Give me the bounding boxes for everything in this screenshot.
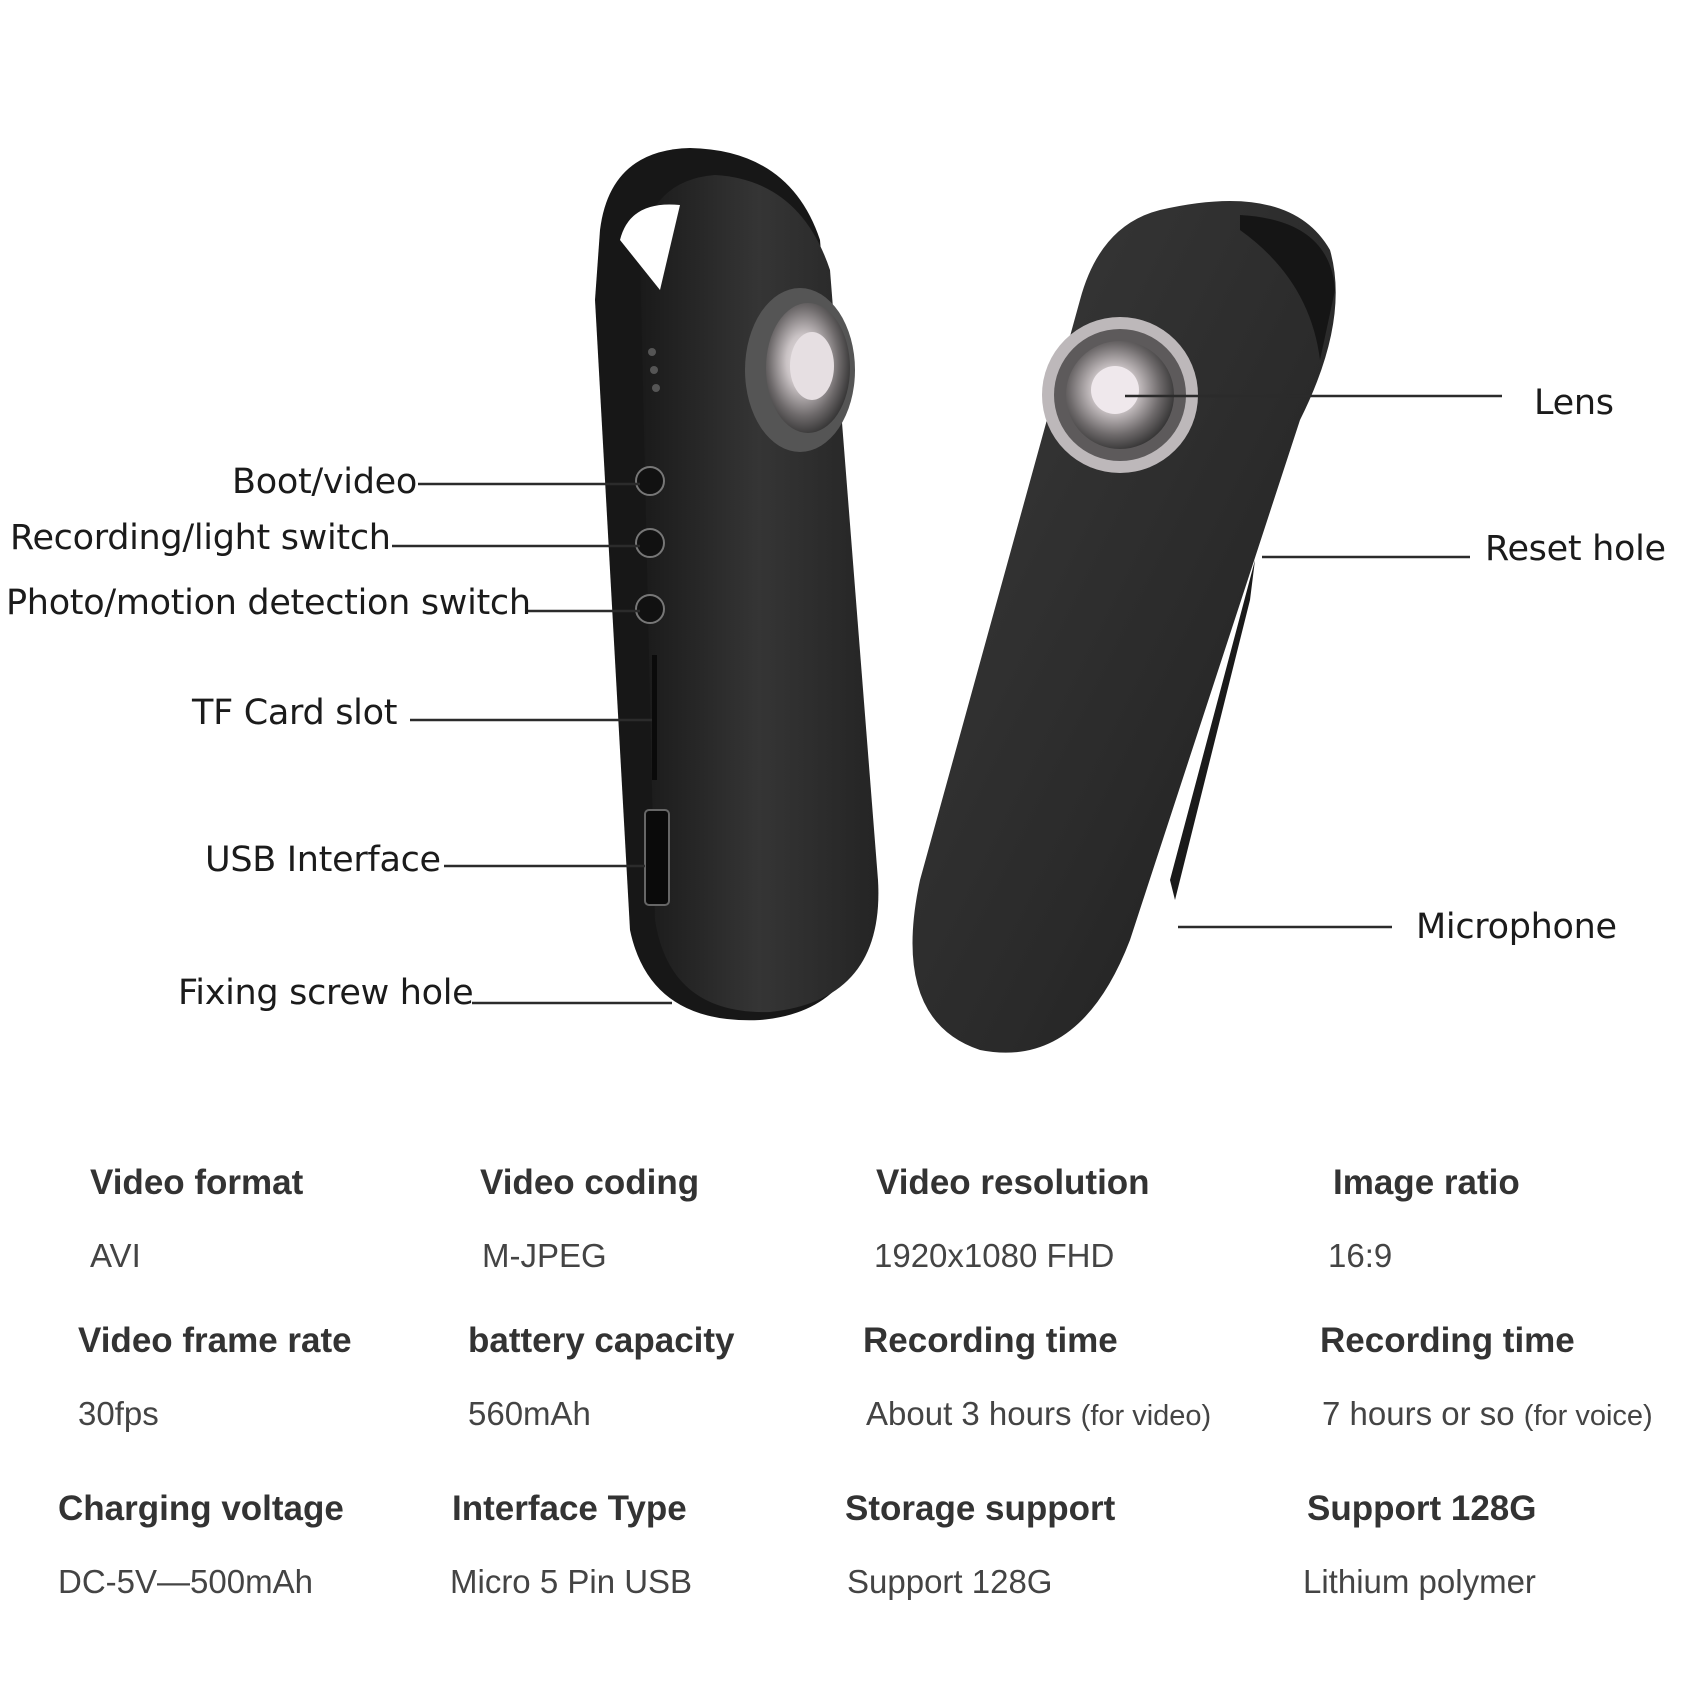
spec-value: M-JPEG bbox=[482, 1237, 607, 1274]
leader-lines bbox=[392, 394, 1502, 1005]
spec-value: Lithium polymer bbox=[1303, 1563, 1536, 1600]
callout-usb-interface: USB Interface bbox=[205, 840, 441, 880]
lens-icon bbox=[745, 288, 855, 452]
button-icon bbox=[635, 528, 665, 558]
spec-value: AVI bbox=[90, 1237, 141, 1274]
callout-reset-hole: Reset hole bbox=[1485, 529, 1666, 569]
spec-title: Recording time bbox=[1320, 1321, 1575, 1360]
button-icon bbox=[635, 594, 665, 624]
spec-value: 30fps bbox=[78, 1395, 159, 1432]
spec-title: Video format bbox=[90, 1163, 304, 1202]
spec-value-note: (for video) bbox=[1080, 1400, 1212, 1432]
spec-value: About 3 hours (for video) bbox=[866, 1395, 1211, 1433]
spec-title: Video frame rate bbox=[78, 1321, 352, 1360]
spec-title: Video coding bbox=[480, 1163, 700, 1202]
tf-slot-icon bbox=[652, 655, 657, 780]
camera-front-view bbox=[912, 201, 1336, 1053]
spec-title: Recording time bbox=[863, 1321, 1118, 1360]
callout-microphone: Microphone bbox=[1416, 907, 1617, 947]
callout-recording-light-switch: Recording/light switch bbox=[10, 518, 391, 558]
callout-lens: Lens bbox=[1534, 383, 1614, 423]
spec-value: 7 hours or so (for voice) bbox=[1322, 1395, 1653, 1433]
spec-title: Storage support bbox=[845, 1489, 1116, 1528]
spec-title: Image ratio bbox=[1333, 1163, 1520, 1202]
spec-value-note: (for voice) bbox=[1523, 1400, 1653, 1432]
callout-tf-card-slot: TF Card slot bbox=[192, 693, 398, 733]
button-icon bbox=[635, 466, 665, 496]
lens-icon bbox=[1042, 317, 1198, 473]
spec-title: Interface Type bbox=[452, 1489, 687, 1528]
callout-boot-video: Boot/video bbox=[232, 462, 417, 502]
spec-value-main: About 3 hours bbox=[866, 1395, 1072, 1432]
spec-value-main: 7 hours or so bbox=[1322, 1395, 1515, 1432]
spec-title: Charging voltage bbox=[58, 1489, 344, 1528]
camera-illustration bbox=[392, 148, 1502, 1053]
spec-value: 16:9 bbox=[1328, 1237, 1393, 1274]
callout-photo-motion-switch: Photo/motion detection switch bbox=[6, 583, 531, 623]
spec-value: 1920x1080 FHD bbox=[874, 1237, 1115, 1274]
spec-value: DC-5V—500mAh bbox=[58, 1563, 313, 1600]
spec-title: Video resolution bbox=[876, 1163, 1150, 1202]
spec-value: Micro 5 Pin USB bbox=[450, 1563, 693, 1600]
spec-value: Support 128G bbox=[847, 1563, 1053, 1600]
spec-title: Support 128G bbox=[1307, 1489, 1537, 1528]
spec-value: 560mAh bbox=[468, 1395, 591, 1432]
usb-port-icon bbox=[644, 809, 670, 906]
camera-side-view bbox=[595, 148, 879, 1021]
spec-title: battery capacity bbox=[468, 1321, 735, 1360]
callout-fixing-screw-hole: Fixing screw hole bbox=[178, 973, 474, 1013]
